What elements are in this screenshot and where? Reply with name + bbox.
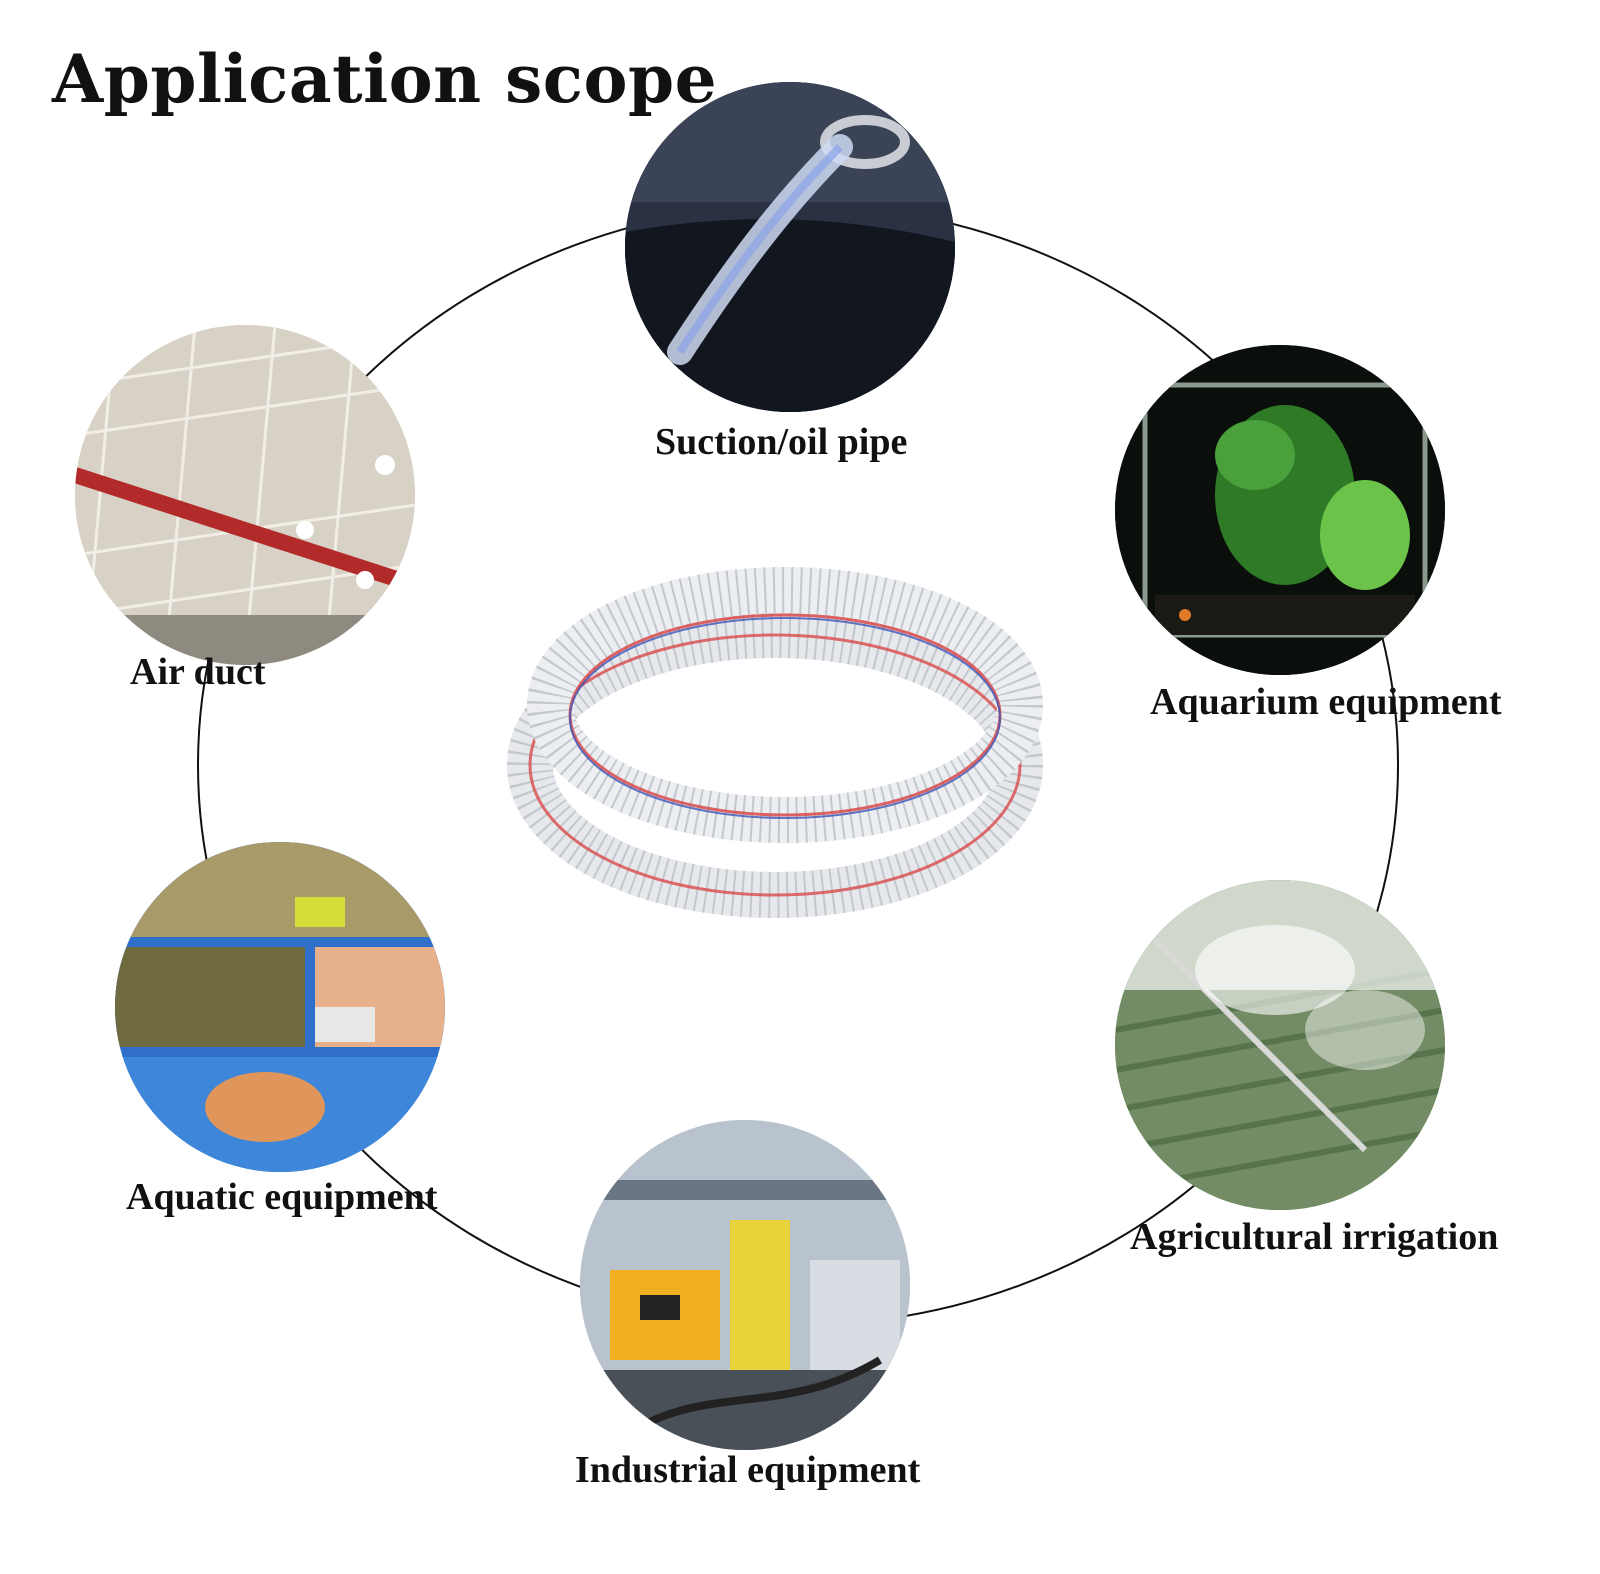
air-duct-label: Air duct [130, 651, 266, 693]
page-title: Application scope [52, 40, 718, 118]
agricultural-irrigation-photo [1115, 880, 1445, 1210]
suction-oil-pipe-label: Suction/oil pipe [655, 421, 908, 463]
aquatic-equipment-label: Aquatic equipment [126, 1176, 438, 1218]
air-duct-photo [75, 325, 415, 665]
agricultural-irrigation-label: Agricultural irrigation [1130, 1216, 1499, 1258]
suction-oil-pipe-photo [625, 82, 955, 412]
aquarium-equipment-photo [1115, 345, 1445, 675]
hose-coil-product-image [507, 567, 1043, 918]
aquatic-equipment-photo [115, 842, 445, 1172]
industrial-equipment-photo [580, 1120, 910, 1450]
industrial-equipment-label: Industrial equipment [575, 1449, 921, 1491]
aquarium-equipment-label: Aquarium equipment [1150, 681, 1502, 723]
